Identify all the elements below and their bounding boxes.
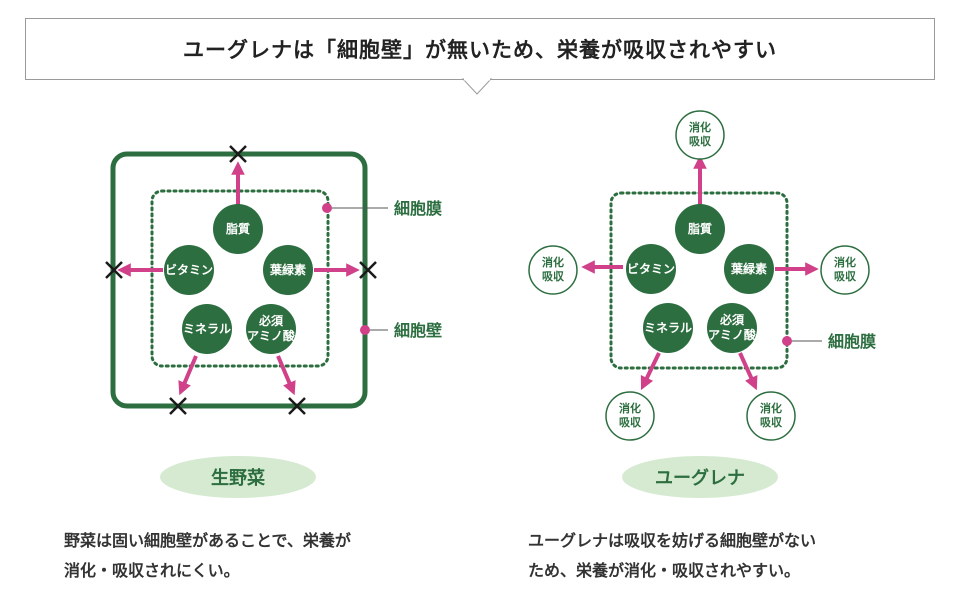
absorb-badge-bottom-right: 消化 吸収 [746, 391, 796, 441]
nutrient-vitamin-label: ビタミン [165, 262, 213, 277]
nutrient-amino-label-2: アミノ酸 [708, 327, 757, 342]
absorb-badge-right: 消化 吸収 [820, 245, 870, 295]
nutrient-chlorophyll-label: 葉緑素 [730, 261, 767, 276]
membrane-marker [322, 203, 332, 213]
nutrient-amino-acid [246, 304, 296, 354]
nutrient-mineral [182, 304, 232, 354]
membrane-label: 細胞膜 [394, 199, 442, 218]
vegetable-name: 生野菜 [211, 467, 265, 489]
nutrient-fat [213, 204, 263, 254]
euglena-caption-line-1: ユーグレナは吸収を妨げる細胞壁がない [528, 531, 817, 550]
absorb-label-1: 消化 [689, 120, 711, 134]
absorb-label-2: 吸収 [760, 416, 783, 429]
nutrient-mineral [643, 303, 693, 353]
nutrient-fat-label: 脂質 [687, 221, 712, 236]
nutrient-vitamin [164, 245, 214, 295]
vegetable-caption-line-1: 野菜は固い細胞壁があることで、栄養が [64, 531, 351, 550]
arrow-down-left [640, 352, 661, 391]
euglena-name-pill [622, 456, 778, 498]
euglena-cell: 消化 吸収 消化 吸収 消化 吸収 消化 吸収 消化 吸収 脂質 ビタミン 葉緑 [528, 110, 876, 498]
membrane-marker [782, 336, 792, 346]
nutrient-vitamin-label: ビタミン [627, 261, 675, 276]
absorb-label-2: 吸収 [834, 270, 857, 283]
cross-icon [288, 397, 306, 415]
membrane-label: 細胞膜 [828, 332, 876, 351]
cross-icon [229, 145, 247, 163]
nutrient-chlorophyll-label: 葉緑素 [269, 262, 306, 277]
absorb-label-1: 消化 [542, 255, 564, 269]
arrow-down-right [276, 355, 296, 396]
wall-marker [360, 325, 370, 335]
title-pointer [461, 78, 493, 95]
absorb-badge-left: 消化 吸収 [528, 245, 578, 295]
nutrient-fat-label: 脂質 [225, 221, 250, 236]
nutrient-chlorophyll [263, 245, 313, 295]
nutrient-amino-label-2: アミノ酸 [247, 328, 296, 343]
title-box: ユーグレナは「細胞壁」が無いため、栄養が吸収されやすい [25, 18, 935, 80]
euglena-caption: ユーグレナは吸収を妨げる細胞壁がない ため、栄養が消化・吸収されやすい。 [528, 526, 928, 586]
absorb-badge-top: 消化 吸収 [675, 110, 725, 160]
arrow-down-left [178, 355, 198, 396]
absorb-label-2: 吸収 [542, 270, 565, 283]
nutrient-fat [675, 204, 725, 254]
absorb-label-1: 消化 [834, 255, 856, 269]
page-title: ユーグレナは「細胞壁」が無いため、栄養が吸収されやすい [183, 37, 777, 62]
arrow-down-right [738, 352, 758, 391]
nutrient-chlorophyll [724, 244, 774, 294]
vegetable-caption-line-2: 消化・吸収されにくい。 [64, 561, 240, 580]
vegetable-caption: 野菜は固い細胞壁があることで、栄養が 消化・吸収されにくい。 [64, 526, 464, 586]
absorb-badge-bottom-left: 消化 吸収 [605, 391, 655, 441]
euglena-caption-line-2: ため、栄養が消化・吸収されやすい。 [528, 561, 801, 580]
absorb-label-1: 消化 [619, 401, 641, 415]
nutrient-amino-label-1: 必須 [719, 312, 745, 327]
vegetable-name-pill [160, 456, 316, 498]
absorb-label-2: 吸収 [619, 416, 642, 429]
nutrient-amino-label-1: 必須 [258, 313, 284, 328]
cross-icon [105, 261, 123, 279]
absorb-label-2: 吸収 [689, 135, 712, 148]
cross-icon [169, 397, 187, 415]
nutrient-vitamin [626, 244, 676, 294]
vegetable-cell: 脂質 ビタミン 葉緑素 ミネラル 必須 アミノ酸 細胞膜 細胞壁 生野菜 [105, 145, 442, 498]
cross-icon [359, 261, 377, 279]
wall-label: 細胞壁 [394, 321, 442, 340]
nutrient-amino-acid [707, 303, 757, 353]
nutrient-mineral-label: ミネラル [644, 321, 692, 335]
absorb-label-1: 消化 [760, 401, 782, 415]
nutrient-mineral-label: ミネラル [183, 322, 231, 336]
euglena-name: ユーグレナ [655, 467, 745, 489]
